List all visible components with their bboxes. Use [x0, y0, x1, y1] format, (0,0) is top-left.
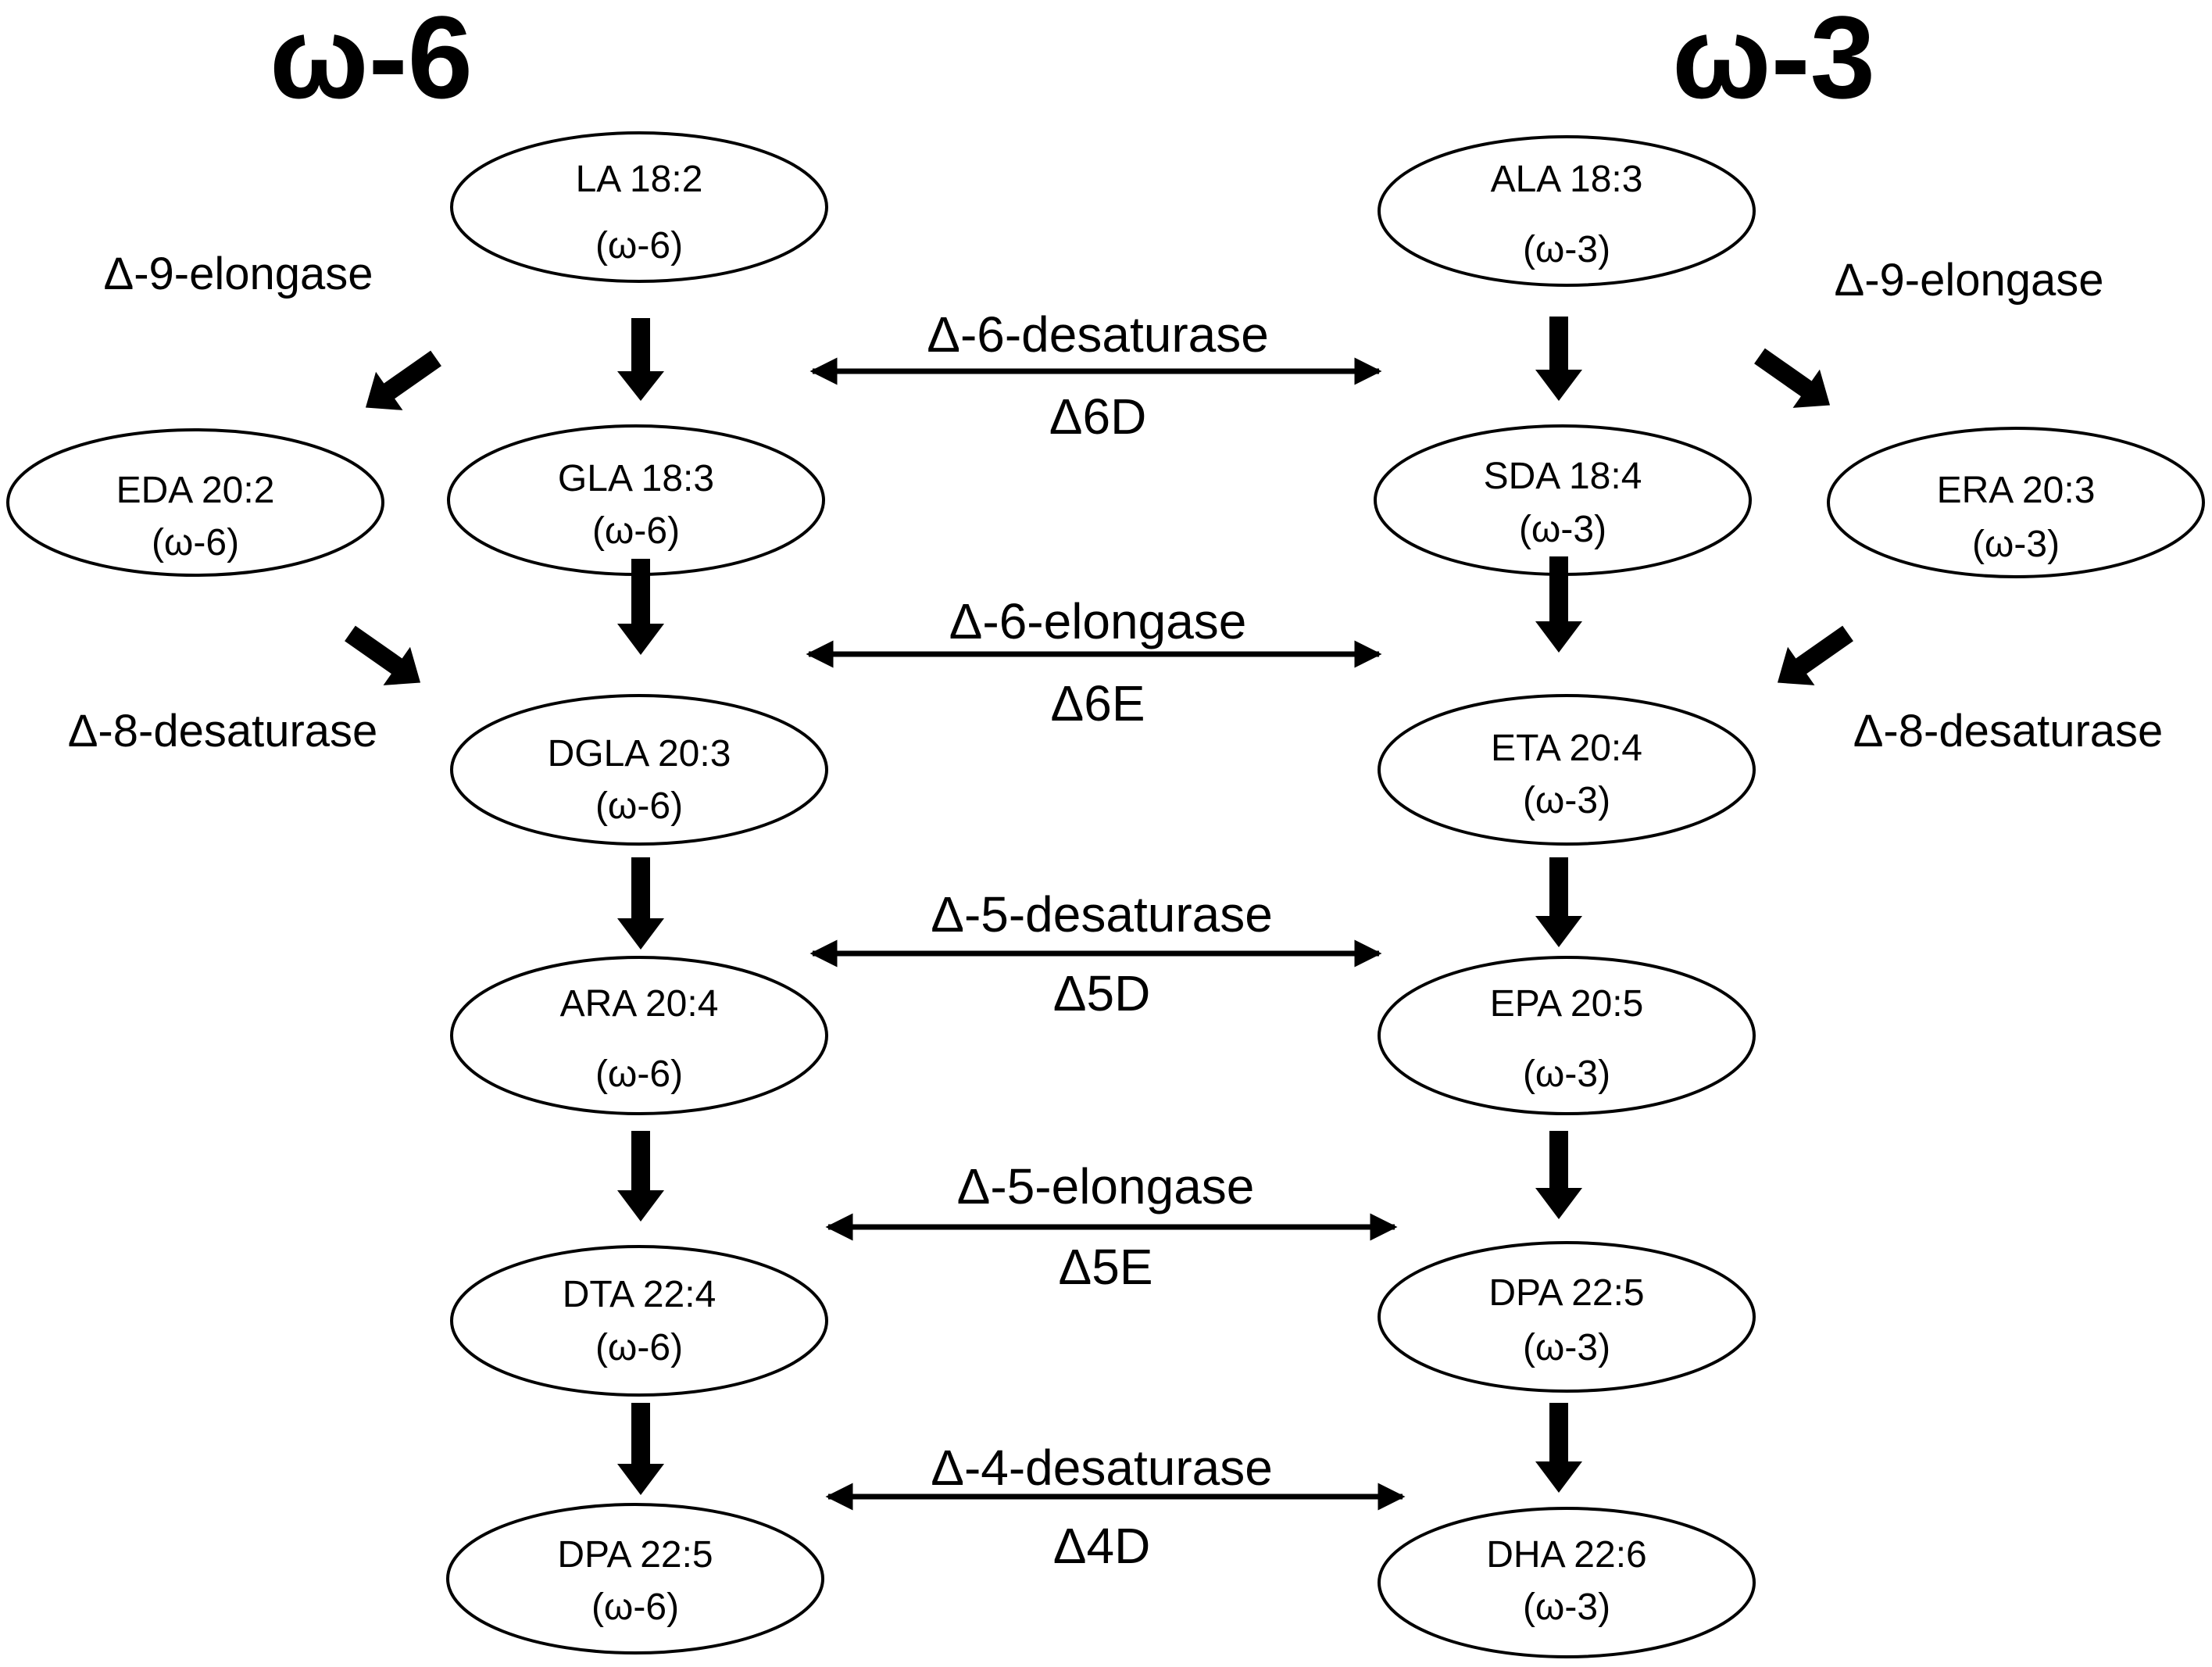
enzyme-abbr: Δ6E [1050, 675, 1145, 732]
side-enzyme-left-top: Δ-9-elongase [103, 249, 373, 299]
down-arrow-icon [1535, 1403, 1582, 1493]
node-ellipse [450, 131, 828, 283]
enzyme-name: Δ-4-desaturase [931, 1440, 1273, 1496]
enzyme-abbr: Δ5D [1053, 965, 1151, 1021]
node-family: (ω-3) [1523, 1054, 1610, 1095]
down-arrow-icon [617, 857, 664, 950]
node-name: ARA 20:4 [560, 983, 719, 1025]
side-node-eda: EDA 20:2 (ω-6) [6, 428, 384, 577]
node-family: (ω-6) [152, 522, 239, 563]
node-ellipse [450, 956, 828, 1115]
node-name: DTA 22:4 [563, 1274, 716, 1315]
down-arrow-icon [1535, 317, 1582, 401]
down-arrow-icon [617, 1131, 664, 1222]
node-ellipse [1374, 424, 1752, 576]
node-name: LA 18:2 [576, 159, 703, 200]
node-name: DGLA 20:3 [548, 733, 731, 774]
node-ellipse [450, 694, 828, 846]
down-arrow-icon [1535, 556, 1582, 653]
enzyme-abbr: Δ6D [1049, 388, 1147, 445]
node-name: ERA 20:3 [1937, 470, 2096, 511]
node-family: (ω-6) [595, 1327, 683, 1368]
omega6-node-gla: GLA 18:3 (ω-6) [447, 424, 825, 576]
enzyme-name: Δ-5-desaturase [931, 886, 1273, 943]
enzyme-d4d: Δ-4-desaturase Δ4D [931, 1440, 1273, 1574]
down-arrow-icon [1535, 1131, 1582, 1219]
omega3-node-dpa: DPA 22:5 (ω-3) [1378, 1241, 1756, 1393]
omega6-node-ara: ARA 20:4 (ω-6) [450, 956, 828, 1115]
enzyme-name: Δ-5-elongase [957, 1158, 1255, 1214]
enzyme-d6e: Δ-6-elongase Δ6E [949, 593, 1247, 732]
enzyme-d5d: Δ-5-desaturase Δ5D [931, 886, 1273, 1021]
node-ellipse [1378, 135, 1756, 287]
node-name: GLA 18:3 [558, 458, 714, 499]
diagonal-arrow-icon [1777, 625, 1853, 685]
node-ellipse [446, 1503, 824, 1654]
omega3-title: ω-3 [1672, 0, 1875, 123]
node-ellipse [1378, 956, 1756, 1115]
diagonal-arrow-icon [345, 625, 421, 685]
node-family: (ω-3) [1519, 509, 1606, 550]
omega3-node-sda: SDA 18:4 (ω-3) [1374, 424, 1752, 576]
node-name: DHA 22:6 [1486, 1534, 1646, 1576]
node-name: EDA 20:2 [116, 470, 275, 511]
node-name: EPA 20:5 [1490, 983, 1644, 1025]
omega6-node-dta: DTA 22:4 (ω-6) [450, 1245, 828, 1397]
down-arrow-icon [617, 318, 664, 401]
node-family: (ω-6) [595, 785, 683, 827]
node-ellipse [1378, 694, 1756, 846]
enzyme-d5e: Δ-5-elongase Δ5E [957, 1158, 1255, 1295]
node-family: (ω-6) [595, 225, 683, 267]
node-ellipse [1378, 1507, 1756, 1658]
node-name: ALA 18:3 [1491, 159, 1643, 200]
side-node-era: ERA 20:3 (ω-3) [1827, 427, 2205, 578]
node-family: (ω-6) [591, 1587, 679, 1628]
node-ellipse [1378, 1241, 1756, 1393]
node-name: DPA 22:5 [1488, 1272, 1644, 1314]
omega3-node-ala: ALA 18:3 (ω-3) [1378, 135, 1756, 287]
node-ellipse [450, 1245, 828, 1397]
side-enzyme-left-bottom: Δ-8-desaturase [68, 706, 378, 757]
node-name: DPA 22:5 [557, 1534, 713, 1576]
enzyme-abbr: Δ4D [1053, 1518, 1151, 1574]
down-arrow-icon [617, 559, 664, 655]
down-arrow-icon [1535, 857, 1582, 947]
node-family: (ω-3) [1523, 1587, 1610, 1628]
side-enzyme-right-top: Δ-9-elongase [1834, 255, 2103, 306]
node-ellipse [6, 428, 384, 577]
enzyme-name: Δ-6-elongase [949, 593, 1247, 649]
enzyme-abbr: Δ5E [1058, 1239, 1152, 1295]
enzyme-d6d: Δ-6-desaturase Δ6D [927, 306, 1269, 445]
diagonal-arrow-icon [1754, 348, 1831, 408]
node-family: (ω-3) [1523, 780, 1610, 821]
omega3-node-epa: EPA 20:5 (ω-3) [1378, 956, 1756, 1115]
omega6-node-dpa: DPA 22:5 (ω-6) [446, 1503, 824, 1654]
node-family: (ω-3) [1972, 524, 2060, 565]
node-family: (ω-3) [1523, 1327, 1610, 1368]
node-name: SDA 18:4 [1484, 456, 1642, 497]
node-family: (ω-3) [1523, 229, 1610, 270]
node-ellipse [1827, 427, 2205, 578]
side-enzyme-right-bottom: Δ-8-desaturase [1853, 706, 2164, 757]
down-arrow-icon [617, 1403, 664, 1495]
omega3-node-eta: ETA 20:4 (ω-3) [1378, 694, 1756, 846]
node-name: ETA 20:4 [1491, 728, 1642, 769]
enzyme-name: Δ-6-desaturase [927, 306, 1269, 363]
diagonal-arrow-icon [365, 350, 441, 410]
node-family: (ω-6) [592, 510, 680, 552]
node-ellipse [447, 424, 825, 576]
omega6-title: ω-6 [270, 0, 473, 123]
omega3-node-dha: DHA 22:6 (ω-3) [1378, 1507, 1756, 1658]
omega6-node-la: LA 18:2 (ω-6) [450, 131, 828, 283]
omega6-node-dgla: DGLA 20:3 (ω-6) [450, 694, 828, 846]
node-family: (ω-6) [595, 1054, 683, 1095]
